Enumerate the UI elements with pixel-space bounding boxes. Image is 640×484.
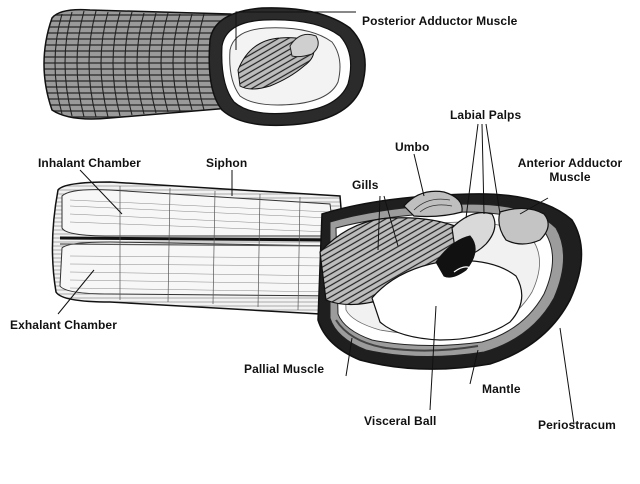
label-inhalant-chamber: Inhalant Chamber	[38, 156, 141, 170]
leader-lines	[57, 123, 575, 425]
label-labial-palps: Labial Palps	[450, 108, 522, 122]
label-exhalant-chamber: Exhalant Chamber	[10, 318, 117, 332]
label-periostracum: Periostracum	[538, 418, 616, 432]
label-siphon: Siphon	[206, 156, 248, 170]
top-clam-figure	[43, 7, 366, 127]
label-anterior-adductor-muscle: Anterior Adductor Muscle	[508, 156, 632, 184]
label-anterior-adductor-line1: Anterior Adductor	[517, 156, 623, 170]
label-umbo: Umbo	[395, 140, 430, 154]
label-posterior-adductor-muscle: Posterior Adductor Muscle	[362, 14, 518, 28]
label-mantle: Mantle	[482, 382, 521, 396]
label-pallial-muscle: Pallial Muscle	[244, 362, 325, 376]
pallial-muscle	[335, 319, 479, 352]
label-anterior-adductor-line2: Muscle	[549, 170, 591, 184]
main-clam-figure	[51, 181, 583, 370]
label-visceral-ball: Visceral Ball	[364, 414, 437, 428]
anterior-adductor-muscle	[498, 207, 549, 245]
label-gills: Gills	[352, 178, 379, 192]
visceral-ball	[371, 260, 523, 341]
